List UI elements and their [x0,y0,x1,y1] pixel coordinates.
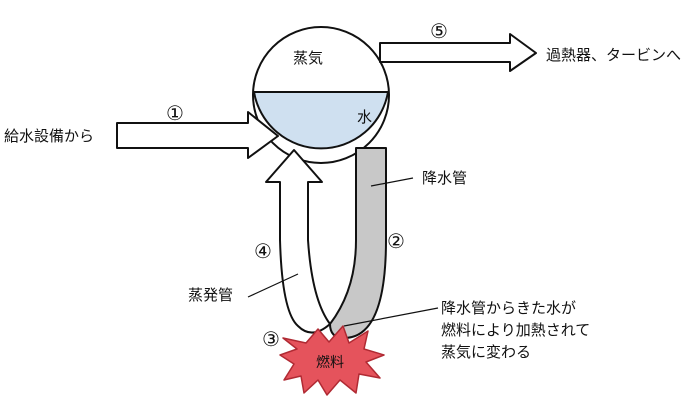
explanation-line-1: 降水管からきた水が [441,299,576,317]
feedwater-inlet-arrow [116,111,279,159]
fuel-label: 燃料 [316,354,344,371]
downcomer-pipe [329,147,387,339]
feedwater-source-label: 給水設備から [4,127,94,145]
step-number-3: ③ [262,327,280,351]
water-label: 水 [357,108,372,126]
steam-drum [252,26,390,164]
fuel-burst [279,325,385,396]
step-number-2: ② [387,229,405,253]
step-number-4: ④ [254,239,272,263]
downcomer-leader-line [370,177,414,187]
riser-label: 蒸発管 [188,286,233,304]
explanation-line-2: 燃料により加熱されて [441,321,590,339]
step-number-1: ① [166,101,184,125]
riser-leader-line [247,273,299,298]
explanation-leader-line [343,307,439,327]
steam-label: 蒸気 [293,49,323,67]
step-number-5: ⑤ [430,19,448,43]
downcomer-label: 降水管 [422,169,467,187]
explanation-line-3: 蒸気に変わる [441,343,531,361]
destination-label: 過熱器、タービンへ [546,46,681,64]
riser-pipe-arrow [265,149,331,334]
water-region [252,91,390,150]
steam-outlet-arrow [379,33,537,72]
